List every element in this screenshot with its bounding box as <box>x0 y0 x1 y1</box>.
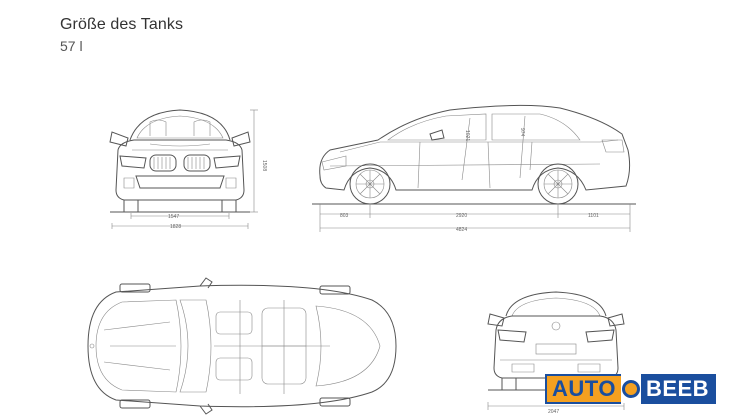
dim-front-height: 1508 <box>261 160 267 171</box>
autobeeb-logo: AUTO BEEB <box>545 374 717 404</box>
logo-text-beeb: BEEB <box>640 374 717 404</box>
dim-side-rear-overhang: 1101 <box>588 213 599 219</box>
dim-side-headroom-front: 1021 <box>464 130 470 141</box>
rear-view: 2047 <box>487 291 625 415</box>
dim-side-length: 4824 <box>456 227 467 233</box>
dim-side-headroom-rear: 974 <box>519 128 525 137</box>
side-view: 1021 974 803 2920 1101 4824 <box>312 104 636 233</box>
top-view <box>87 277 397 415</box>
gear-icon <box>621 380 640 398</box>
page-title: Größe des Tanks <box>60 16 184 33</box>
front-view: 1508 1547 1828 <box>109 109 267 230</box>
dim-front-width: 1828 <box>170 224 181 230</box>
dim-side-wheelbase: 2920 <box>456 213 467 219</box>
dim-front-track: 1547 <box>168 214 179 220</box>
logo-text-auto: AUTO <box>545 374 621 404</box>
dim-rear-width: 2047 <box>548 409 559 415</box>
tank-size-value: 57 l <box>60 38 83 54</box>
dim-side-front-overhang: 803 <box>340 213 349 219</box>
